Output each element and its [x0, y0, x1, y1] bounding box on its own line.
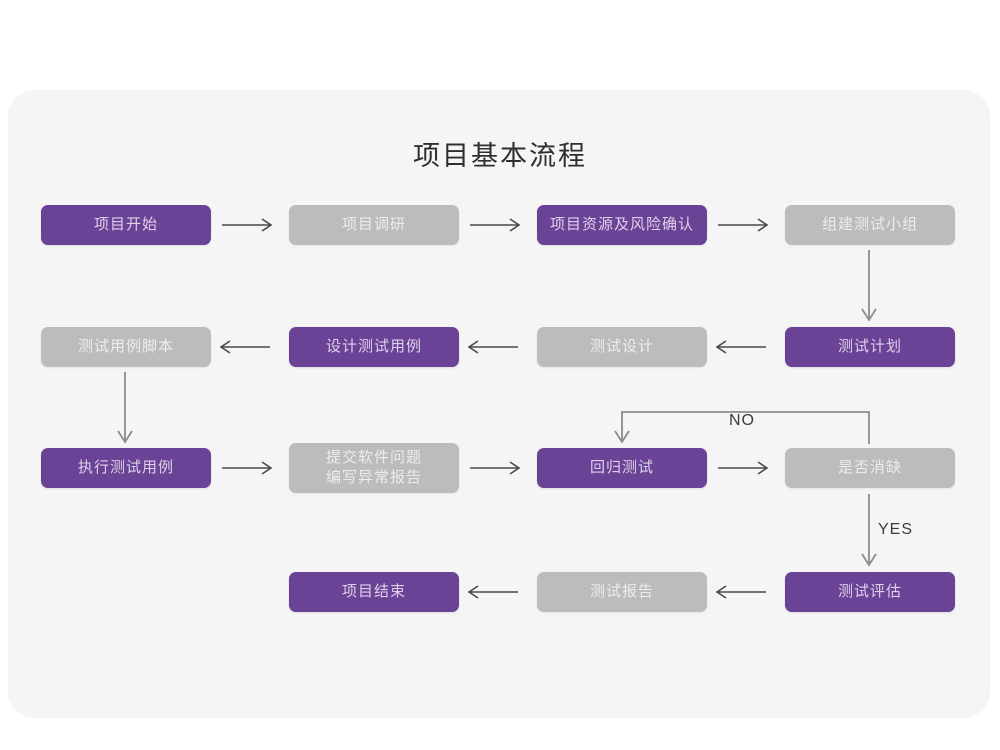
- node-resource-risk-confirm[interactable]: 项目资源及风险确认: [537, 205, 707, 245]
- node-test-case-script[interactable]: 测试用例脚本: [41, 327, 211, 367]
- page-title: 项目基本流程: [413, 141, 587, 171]
- edge-label-yes: YES: [878, 521, 914, 538]
- node-defect-cleared-decision[interactable]: 是否消缺: [785, 448, 955, 488]
- node-design-test-cases[interactable]: 设计测试用例: [289, 327, 459, 367]
- edge-label-no: NO: [729, 412, 755, 429]
- node-project-research[interactable]: 项目调研: [289, 205, 459, 245]
- node-project-end[interactable]: 项目结束: [289, 572, 459, 612]
- node-execute-test-cases[interactable]: 执行测试用例: [41, 448, 211, 488]
- node-test-evaluation[interactable]: 测试评估: [785, 572, 955, 612]
- flowchart-panel: [8, 90, 990, 718]
- node-submit-issue-report[interactable]: 提交软件问题 编写异常报告: [289, 443, 459, 493]
- node-project-start[interactable]: 项目开始: [41, 205, 211, 245]
- node-form-test-team[interactable]: 组建测试小组: [785, 205, 955, 245]
- node-regression-test[interactable]: 回归测试: [537, 448, 707, 488]
- node-test-plan[interactable]: 测试计划: [785, 327, 955, 367]
- node-test-report[interactable]: 测试报告: [537, 572, 707, 612]
- node-test-design[interactable]: 测试设计: [537, 327, 707, 367]
